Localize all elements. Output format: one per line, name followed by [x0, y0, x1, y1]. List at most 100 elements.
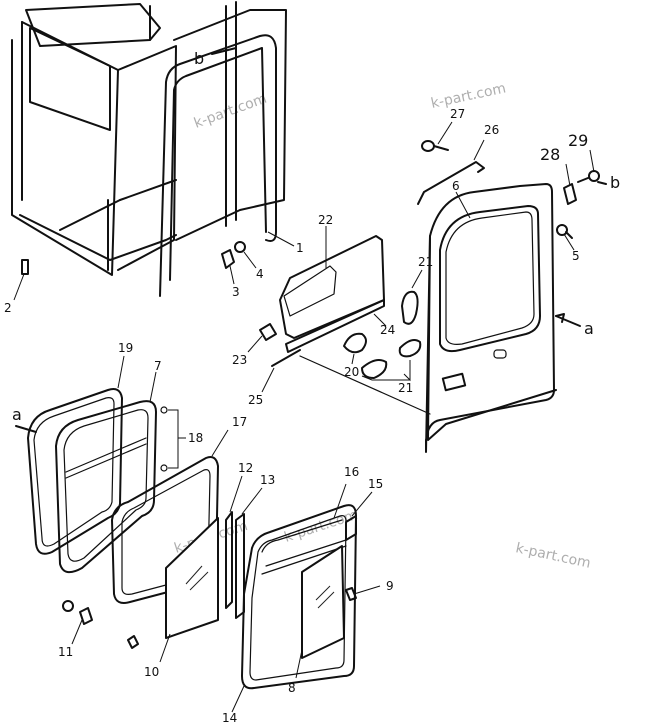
clip-part-10b [127, 635, 139, 649]
callout-11: 11 [58, 645, 73, 659]
strip-part-15 [345, 515, 357, 541]
callout-2: 2 [4, 301, 12, 315]
leader-15 [351, 491, 373, 517]
leader-25 [261, 367, 275, 393]
ref-letter-b-top: b [194, 49, 204, 68]
callout-13: 13 [260, 473, 275, 487]
leader-17 [211, 429, 229, 457]
callout-14: 14 [222, 711, 237, 724]
leader-27 [437, 121, 453, 145]
leader-6 [455, 191, 471, 219]
leader-2 [13, 273, 25, 301]
leader-7 [149, 371, 157, 403]
leader-3 [229, 265, 235, 285]
leader-29 [589, 149, 595, 173]
rod-part-25 [271, 349, 301, 367]
frame-seal-part-1 [159, 34, 277, 297]
inner-panel-part-22 [279, 235, 385, 339]
callout-7: 7 [154, 359, 162, 373]
callout-3: 3 [232, 285, 240, 299]
leader-13 [241, 487, 263, 515]
leader-24 [373, 313, 387, 327]
callout-21-lower: 21 [398, 381, 413, 395]
callout-20: 20 [344, 365, 359, 379]
callout-23: 23 [232, 353, 247, 367]
callout-22: 22 [318, 213, 333, 227]
bolt-part-5 [556, 224, 573, 239]
callout-18: 18 [188, 431, 203, 445]
arrow-b-top [211, 47, 237, 55]
callout-17: 17 [232, 415, 247, 429]
arrow-a-right-head [555, 313, 565, 323]
watermark: k-part.com [192, 91, 269, 132]
callout-4: 4 [256, 267, 264, 281]
callout-29: 29 [568, 131, 588, 150]
pad-part-21-b [398, 339, 422, 358]
ref-letter-a-left: a [12, 405, 22, 424]
callout-25: 25 [248, 393, 263, 407]
door-panel-part-6 [425, 183, 557, 453]
bolt-part-29 [577, 170, 600, 183]
pad-part-20 [343, 332, 367, 354]
strip-part-24 [285, 299, 385, 353]
ref-letter-a-right: a [584, 319, 594, 338]
callout-8: 8 [288, 681, 296, 695]
glass-part-10 [165, 517, 219, 639]
cab-frame [11, 1, 287, 276]
bolt-part-11 [62, 600, 93, 625]
leader-19 [117, 355, 125, 389]
callout-5: 5 [572, 249, 580, 263]
leader-10 [159, 633, 171, 663]
leader-9 [353, 585, 381, 595]
callout-27: 27 [450, 107, 465, 121]
pad-part-21-a [361, 359, 388, 379]
strip-part-12 [225, 511, 233, 609]
callout-24: 24 [380, 323, 395, 337]
leader-14 [231, 685, 245, 713]
callout-1: 1 [296, 241, 304, 255]
callout-10: 10 [144, 665, 159, 679]
callout-21-upper: 21 [418, 255, 433, 269]
arrow-b-right [597, 181, 607, 185]
watermark: k-part.com [430, 80, 508, 112]
leader-21-lower [361, 360, 411, 382]
callout-12: 12 [238, 461, 253, 475]
leader-18 [168, 409, 186, 469]
arrow-a-left [15, 425, 37, 433]
watermark: k-part.com [514, 540, 592, 572]
leader-12 [229, 475, 243, 513]
pad-part-21-upper [401, 290, 419, 325]
arrow-a-right [555, 315, 581, 327]
clip-part-23 [259, 323, 277, 341]
part-3 [221, 249, 235, 269]
ref-letter-b-right: b [610, 173, 620, 192]
leader-23 [247, 335, 263, 353]
handle-part-26 [417, 161, 485, 205]
leader-20 [351, 353, 355, 365]
callout-26: 26 [484, 123, 499, 137]
callout-28: 28 [540, 145, 560, 164]
bolt-part-9 [345, 587, 357, 601]
assembly-line [299, 355, 431, 415]
leader-8 [295, 649, 303, 679]
glass-part-8 [301, 545, 345, 659]
part-4 [234, 241, 246, 253]
window-frame-part-14 [241, 504, 357, 690]
leader-26 [473, 139, 485, 161]
leader-5 [563, 233, 575, 251]
part-2 [21, 259, 29, 275]
fastener-part-18 [160, 406, 168, 472]
catch-part-28 [563, 183, 577, 205]
seal-part-16 [261, 519, 347, 575]
leader-4 [243, 251, 257, 269]
leader-11 [71, 619, 83, 645]
callout-9: 9 [386, 579, 394, 593]
leader-28 [565, 163, 571, 187]
leader-1 [267, 231, 295, 247]
callout-16: 16 [344, 465, 359, 479]
callout-6: 6 [452, 179, 460, 193]
window-frame-part-7 [55, 400, 157, 574]
callout-19: 19 [118, 341, 133, 355]
leader-21-upper [411, 269, 423, 289]
